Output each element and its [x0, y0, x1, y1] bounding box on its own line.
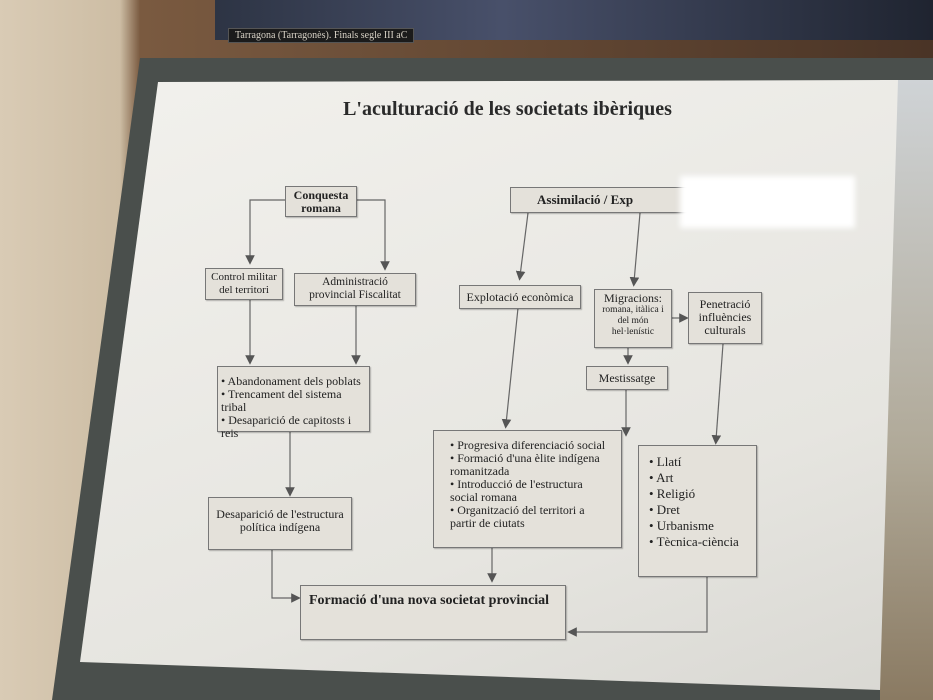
- panel-title: L'aculturació de les societats ibèriques: [343, 98, 672, 120]
- list-item: • Trencament del sistema tribal: [221, 387, 342, 414]
- list-item: • Dret: [649, 502, 680, 517]
- node-penetracio: Penetració influències culturals: [688, 292, 762, 344]
- migracions-subtitle: romana, itàlica i del món hel·lenístic: [602, 305, 664, 337]
- migracions-title: Migracions:: [604, 291, 662, 305]
- list-item: • Religió: [649, 486, 696, 501]
- list-item: • Abandonament dels poblats: [221, 374, 361, 388]
- node-migracions: Migracions: romana, itàlica i del món he…: [594, 289, 672, 348]
- node-mestissatge: Mestissatge: [586, 366, 668, 390]
- list-item: • Tècnica-ciència: [649, 534, 739, 549]
- list-item: • Formació d'una èlite indígena romanitz…: [450, 451, 600, 478]
- list-item: • Art: [649, 470, 674, 485]
- list-item: • Urbanisme: [649, 518, 714, 533]
- list-item: • Llatí: [649, 454, 682, 469]
- node-formacio: Formació d'una nova societat provincial: [300, 585, 566, 640]
- node-progresiva: • Progresiva diferenciació social • Form…: [433, 430, 622, 548]
- photo-caption: Tarragona (Tarragonès). Finals segle III…: [228, 28, 415, 43]
- node-explotacio: Explotació econòmica: [459, 285, 581, 309]
- light-glare: [680, 176, 855, 228]
- node-administracio: Administració provincial Fiscalitat: [294, 273, 416, 306]
- list-item: • Organització del territori a partir de…: [450, 503, 585, 530]
- node-assimilacio: Assimilació / Exp: [510, 187, 700, 213]
- node-control-militar: Control militar del territori: [205, 268, 283, 300]
- node-conquesta-romana: Conquesta romana: [285, 186, 357, 217]
- node-abandonament: • Abandonament dels poblats • Trencament…: [217, 366, 370, 440]
- list-item: • Introducció de l'estructura social rom…: [450, 477, 583, 504]
- list-item: • Progresiva diferenciació social: [450, 438, 606, 452]
- node-desaparicio: Desaparició de l'estructura política ind…: [208, 497, 352, 550]
- list-item: • Desaparició de capitosts i reis: [221, 413, 352, 440]
- node-cultura: • Llatí • Art • Religió • Dret • Urbanis…: [638, 445, 757, 577]
